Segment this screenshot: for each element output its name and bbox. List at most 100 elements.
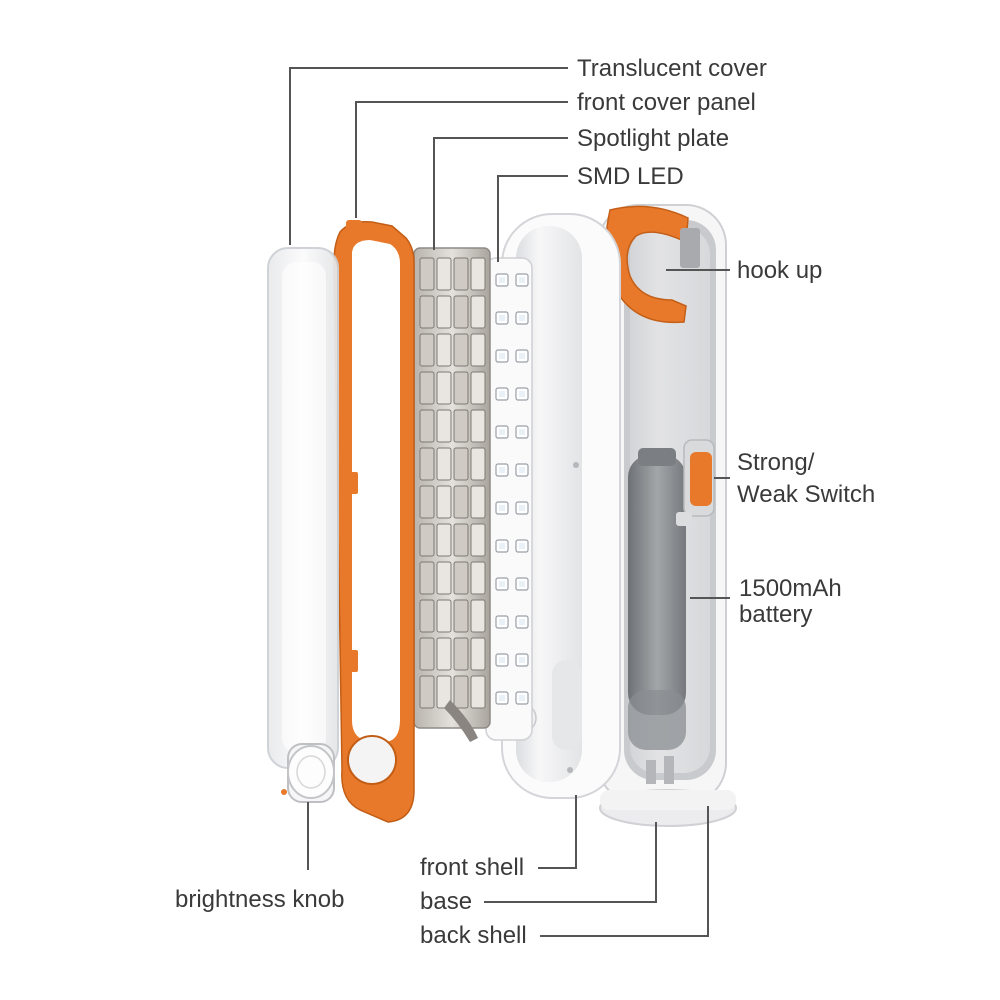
label-battery-line1: 1500mAh xyxy=(739,575,842,602)
smd-led-emitter xyxy=(519,467,525,473)
reflector-cell xyxy=(436,409,452,443)
smd-led-emitter xyxy=(499,657,505,663)
smd-led-emitter xyxy=(499,315,505,321)
reflector-cell xyxy=(419,409,435,443)
reflector-cell xyxy=(419,675,435,709)
reflector-cell xyxy=(436,599,452,633)
smd-led-emitter xyxy=(519,315,525,321)
smd-led-emitter xyxy=(519,505,525,511)
smd-led-emitter xyxy=(499,467,505,473)
smd-led-emitter xyxy=(519,581,525,587)
brightness-knob-part xyxy=(281,743,335,803)
switch-part xyxy=(676,439,715,526)
label-battery-line2: battery xyxy=(739,601,813,628)
label-switch-line1: Strong/ xyxy=(737,449,815,476)
reflector-cell xyxy=(453,371,469,405)
reflector-cell xyxy=(436,485,452,519)
leader-back-shell xyxy=(540,806,709,937)
smd-led-emitter xyxy=(499,505,505,511)
reflector-cell xyxy=(470,637,486,671)
label-front-shell: front shell xyxy=(420,854,525,881)
reflector-cell xyxy=(470,257,486,291)
smd-led-emitter xyxy=(499,619,505,625)
reflector-cell xyxy=(453,333,469,367)
reflector-cell xyxy=(470,523,486,557)
reflector-cell xyxy=(419,523,435,557)
reflector-cell xyxy=(470,561,486,595)
reflector-cell xyxy=(419,333,435,367)
smd-led-emitter xyxy=(499,695,505,701)
label-back-shell: back shell xyxy=(420,922,527,949)
front-cover-panel-part xyxy=(333,220,415,823)
reflector-cell xyxy=(436,523,452,557)
reflector-cell xyxy=(453,599,469,633)
smd-led-emitter xyxy=(519,353,525,359)
smd-led-emitter xyxy=(519,619,525,625)
reflector-cell xyxy=(470,447,486,481)
label-front-cover-panel: front cover panel xyxy=(577,89,756,116)
battery-part xyxy=(628,448,686,784)
reflector-cell xyxy=(436,333,452,367)
leader-translucent-cover xyxy=(289,67,568,245)
smd-led-emitter xyxy=(519,277,525,283)
label-hook-up: hook up xyxy=(737,257,823,284)
reflector-cell xyxy=(453,523,469,557)
leader-spotlight-plate xyxy=(433,137,568,250)
reflector-cell xyxy=(436,637,452,671)
reflector-cell xyxy=(470,371,486,405)
reflector-cell xyxy=(453,295,469,329)
label-translucent-cover: Translucent cover xyxy=(577,55,767,82)
smd-led-panel xyxy=(485,257,533,741)
leader-smd-led xyxy=(497,175,568,262)
reflector-cell xyxy=(453,675,469,709)
smd-led-emitter xyxy=(519,543,525,549)
reflector-cell xyxy=(453,637,469,671)
reflector-cell xyxy=(470,295,486,329)
reflector-cell xyxy=(419,371,435,405)
label-smd-led: SMD LED xyxy=(577,163,684,190)
base-part xyxy=(599,789,737,827)
leader-lines xyxy=(289,67,730,937)
smd-led-emitter xyxy=(499,429,505,435)
smd-led-emitter xyxy=(519,657,525,663)
label-brightness-knob: brightness knob xyxy=(175,886,345,913)
reflector-cell xyxy=(419,295,435,329)
leader-base xyxy=(484,822,657,903)
reflector-cell xyxy=(470,675,486,709)
reflector-cell xyxy=(436,371,452,405)
label-switch-line2: Weak Switch xyxy=(737,481,876,508)
label-base: base xyxy=(420,888,473,915)
reflector-cell xyxy=(436,447,452,481)
reflector-cell xyxy=(419,257,435,291)
label-spotlight-plate: Spotlight plate xyxy=(577,125,730,152)
smd-led-emitter xyxy=(499,543,505,549)
reflector-cell xyxy=(453,257,469,291)
reflector-cell xyxy=(470,485,486,519)
smd-led-emitter xyxy=(519,695,525,701)
reflector-cell xyxy=(470,333,486,367)
reflector-cell xyxy=(453,447,469,481)
reflector-cell xyxy=(436,295,452,329)
reflector-cell xyxy=(436,257,452,291)
reflector-cell xyxy=(436,561,452,595)
reflector-cell xyxy=(419,599,435,633)
reflector-cell xyxy=(419,485,435,519)
spotlight-plate-part xyxy=(413,247,491,742)
leader-front-cover-panel xyxy=(355,101,568,218)
leader-front-shell xyxy=(538,795,577,869)
reflector-cell xyxy=(453,485,469,519)
reflector-cell xyxy=(453,561,469,595)
smd-led-emitter xyxy=(499,277,505,283)
smd-led-emitter xyxy=(499,581,505,587)
smd-led-emitter xyxy=(519,391,525,397)
smd-led-emitter xyxy=(499,353,505,359)
reflector-cell xyxy=(470,599,486,633)
reflector-cell xyxy=(470,409,486,443)
reflector-cell xyxy=(419,561,435,595)
translucent-cover-part xyxy=(267,247,339,769)
reflector-cell xyxy=(419,637,435,671)
smd-led-emitter xyxy=(519,429,525,435)
smd-led-emitter xyxy=(499,391,505,397)
reflector-cell xyxy=(419,447,435,481)
